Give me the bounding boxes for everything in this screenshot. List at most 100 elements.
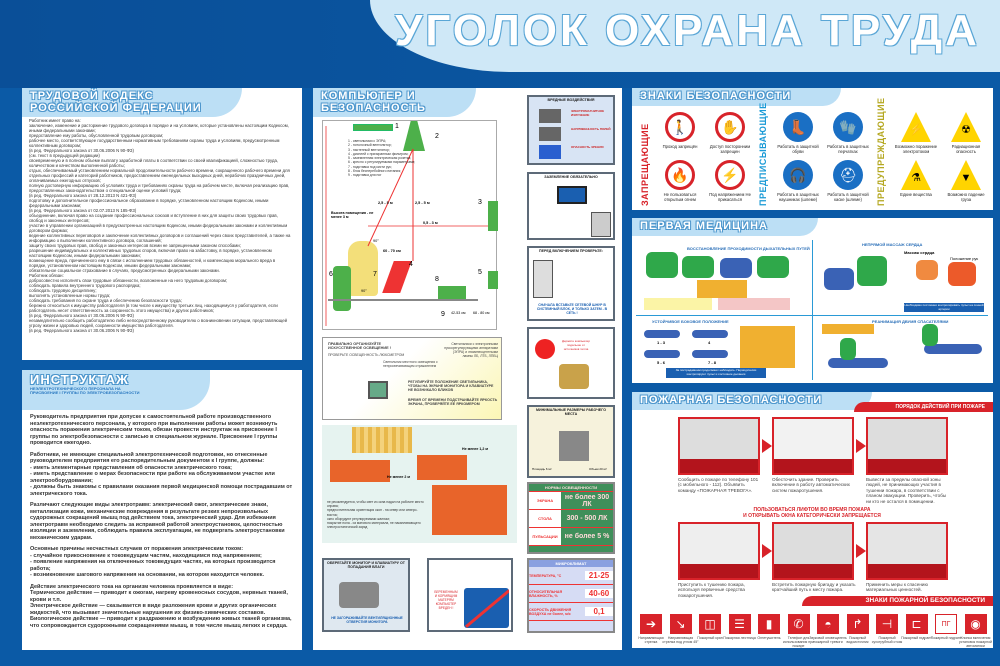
sign-label: Работать в защитной обуви: [777, 144, 819, 154]
floor: [868, 564, 946, 578]
climate-label: ОТНОСИТЕЛЬНАЯ ВЛАЖНОСТЬ, %: [529, 589, 563, 598]
height-label: 42-53 см: [451, 311, 466, 315]
label-2: 2: [435, 133, 439, 140]
fire-ladder-icon: ☰: [728, 614, 751, 634]
code-line: соблюдать трудовую дисциплину;: [29, 288, 97, 293]
fire-signs-title: ЗНАКИ ПОЖАРНОЙ БЕЗОПАСНОСТИ: [802, 596, 993, 606]
arrow-icon: [762, 544, 772, 558]
sign-group-label: ПРЕДПИСЫВАЮЩИЕ: [758, 102, 768, 206]
electric-shock-warning-icon: ⚡: [901, 112, 931, 142]
sign-label: Работать в защитных перчатках: [827, 144, 869, 154]
safety-sign: 🎧Работать в защитных наушниках (шлеме): [774, 160, 822, 202]
fire-sign-label: Звуковой оповещатель пожарной тревоги: [809, 636, 847, 644]
before-power-box: ПЕРЕД ВКЛЮЧЕНИЕМ ПРОВЕРЬТЕ: СНАЧАЛА ВСТА…: [527, 246, 615, 321]
floor: [680, 564, 758, 578]
signs-title: ЗНАКИ БЕЗОПАСНОСТИ: [632, 88, 842, 106]
code-line: ведение коллективных переговоров и заклю…: [29, 233, 291, 243]
fire-procedure-title: ПОРЯДОК ДЕЙСТВИЙ ПРИ ПОЖАРЕ: [854, 402, 993, 412]
fire-sign-label: Пожарный сухотрубный стояк: [871, 636, 903, 644]
sign-label: Доступ посторонним запрещен: [709, 144, 751, 154]
rescuer-figure: [646, 252, 678, 278]
divider: [812, 240, 813, 380]
climate-value: 40-60: [585, 589, 613, 598]
fire-sign-label: Телефон для использования при пожаре: [782, 636, 815, 648]
diagonal-arrow-icon: ↘: [669, 614, 692, 634]
code-line: отдых, обеспечиваемый установлением норм…: [29, 168, 290, 183]
quadrant-title: НЕПРЯМОЙ МАССАЖ СЕРДЦА: [862, 242, 923, 247]
code-line: возмещение вреда, причиненного ему в свя…: [29, 258, 276, 268]
step-label: 1 - 3: [657, 340, 666, 345]
safety-boots-icon: 👢: [783, 112, 813, 142]
fire-step-caption: Обесточить здание. Проверить включение в…: [772, 477, 850, 493]
victim-figure: [720, 258, 752, 278]
sculpture-illustration: [559, 364, 589, 389]
harmful-title: ВРЕДНЫЕ ВОЗДЕЙСТВИЯ: [547, 98, 595, 102]
computer-safety-panel: КОМПЬЮТЕР И БЕЗОПАСНОСТЬ 1 - светильники…: [313, 88, 622, 650]
sign-label: Возможно поражение электротоком: [894, 144, 938, 154]
harmful-item: ЭЛЕКТРОМАГНИТНОЕ ИЗЛУЧЕНИЕ: [571, 109, 605, 117]
labor-code-title-2: РОССИЙСКОЙ ФЕДЕРАЦИИ: [30, 101, 202, 114]
norm-label: ЭКРАНА: [529, 492, 561, 509]
climate-row: ОТНОСИТЕЛЬНАЯ ВЛАЖНОСТЬ, % 40-60: [529, 585, 613, 603]
no-entry-hand-icon: ✋: [715, 112, 745, 142]
norm-value: 300 - 500 ЛК: [566, 515, 608, 522]
recovery-position: [692, 350, 728, 358]
monitor-illustration: [539, 145, 561, 159]
ventilation-note: НЕ ЗАГОРАЖИВАЙТЕ ВЕНТИЛЯЦИОННЫЕ ОТВЕРСТИ…: [331, 616, 403, 624]
rescuer-figure: [922, 324, 938, 346]
label-7: 7: [373, 271, 377, 278]
extinguisher-icon: ▮: [758, 614, 780, 634]
fire-safety-panel: ПОЖАРНАЯ БЕЗОПАСНОСТИ ПОРЯДОК ДЕЙСТВИЙ П…: [632, 392, 993, 648]
fire-step-image: [678, 417, 760, 475]
fire-step-image: [678, 522, 760, 580]
label-6: 6: [329, 271, 333, 278]
info-box: [740, 326, 795, 368]
briefing-paragraph: Действие электрического тока на организм…: [30, 583, 292, 629]
briefing-panel: ИНСТРУКТАЖ НЕЭЛЕКТРОТЕХНИЧЕСКОГО ПЕРСОНА…: [22, 370, 302, 650]
angle-label: 90°: [373, 239, 379, 243]
code-line: Работник имеет право на:: [29, 118, 81, 123]
code-line: защиту своих трудовых прав, свобод и зак…: [29, 243, 241, 248]
climate-value: 0,1: [585, 607, 613, 616]
monitor-illustration: [539, 127, 561, 141]
lighting-box: ПРАВИЛЬНО ОРГАНИЗУЙТЕ ИСКУССТВЕННОЕ ОСВЕ…: [322, 337, 502, 420]
label-4: 4: [409, 261, 413, 268]
fire-button-icon: ◉: [964, 614, 987, 634]
pulse-note: Необходимо постоянно контролировать пуль…: [904, 303, 984, 312]
fire-title: ПОЖАРНАЯ БЕЗОПАСНОСТИ: [632, 392, 873, 410]
workplace-illustration: [559, 431, 589, 461]
sign-group-label: ПРЕДУПРЕЖДАЮЩИЕ: [876, 97, 886, 206]
recovery-position: [644, 330, 680, 338]
arrow-icon: [762, 439, 772, 453]
norm-label: СТОЛА: [529, 510, 561, 527]
no-walking-icon: 🚶: [665, 112, 695, 142]
room-height-label: Высота помещения - не менее 3 м: [331, 211, 374, 219]
warning-line: ПОЛЬЗОВАТЬСЯ ЛИФТОМ ВО ВРЕМЯ ПОЖАРА: [753, 507, 871, 513]
dim-label: 2,5 - 5 м: [415, 201, 430, 205]
labor-code-header: ТРУДОВОЙ КОДЕКС РОССИЙСКОЙ ФЕДЕРАЦИИ: [22, 88, 242, 118]
legend-item: 3 - настенный вентилятор;: [348, 147, 390, 152]
rescuer-figure: [682, 256, 714, 278]
briefing-paragraph: Основные причины несчастных случаев от п…: [30, 546, 276, 578]
sign-label: Проход запрещён: [662, 144, 698, 149]
sign-label: Радиационная опасность: [951, 144, 981, 154]
person-figure: [348, 241, 378, 296]
first-aid-panel: ПЕРВАЯ МЕДИЦИНА ВОССТАНОВЛЕНИЕ ПРОХОДИМО…: [632, 218, 993, 383]
fire-warning: ПОЛЬЗОВАТЬСЯ ЛИФТОМ ВО ВРЕМЯ ПОЖАРА И ОТ…: [712, 507, 912, 519]
safety-gloves-icon: 🧤: [833, 112, 863, 142]
labor-code-panel: ТРУДОВОЙ КОДЕКС РОССИЙСКОЙ ФЕДЕРАЦИИ Раб…: [22, 88, 302, 360]
system-unit: [533, 260, 553, 298]
office-notes: не рекомендуется, чтобы свет из окна пад…: [327, 500, 427, 529]
sign-label: Не пользоваться открытым огнем: [663, 192, 697, 202]
distance-label: Не менее 2 м: [387, 475, 411, 479]
norm-label: ПУЛЬСАЦИИ: [529, 528, 561, 545]
volume-label: Объем 20 м³: [589, 467, 607, 471]
briefing-paragraph: Различают следующие виды электротравм: э…: [30, 502, 285, 541]
monitor-illustration: [557, 186, 587, 204]
sign-label: Возможно падение груза: [947, 192, 985, 202]
microclimate-title: МИКРОКЛИМАТ: [529, 560, 613, 567]
harmful-item: НАПРЯЖЕННОСТЬ ПОЛЕЙ: [571, 127, 611, 131]
fire-step-caption: Применить меры к спасению материальных ц…: [866, 582, 928, 593]
